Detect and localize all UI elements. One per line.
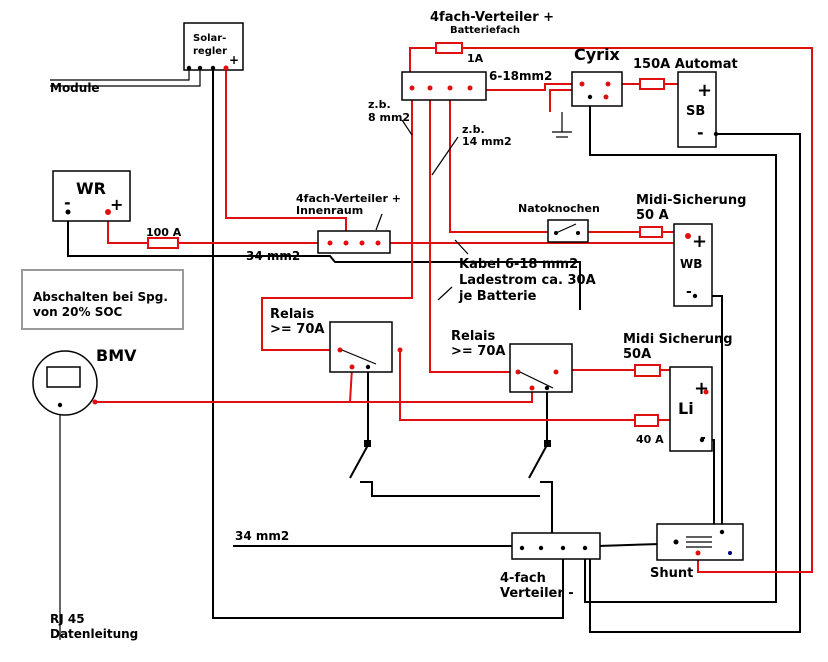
kabel-note-1: Kabel 6-18 mm2 [459,257,578,272]
cable-34-top-label: 34 mm2 [246,249,300,263]
relais-2-label-1: Relais [451,329,496,344]
shunt: Shunt [650,523,744,581]
wr-plus-label: + [110,195,123,214]
sb-label: SB [686,104,705,119]
batteriefach-label: Batteriefach [450,25,520,36]
wr-minus-label: - [64,193,71,212]
soc-note: Abschalten bei Spg. von 20% SOC [21,269,184,330]
solar-regler-label-2: regler [193,46,227,57]
relais-1-label-1: Relais [270,307,315,322]
midi-fuse-li [634,364,661,377]
verteiler-batteriefach: 4fach-Verteiler + Batteriefach 1A 6-18mm… [401,10,554,101]
fuse-1a [435,42,463,54]
kabel-note-2: Ladestrom ca. 30A [459,273,596,288]
li-label: Li [678,399,694,418]
rj45-label-2: Datenleitung [50,627,138,641]
wb-label: WB [680,257,702,271]
shunt-label: Shunt [650,566,693,581]
natoknochen: Natoknochen [518,202,600,243]
automat-150a-label: 150A Automat [633,57,738,72]
cyrix-label: Cyrix [574,45,621,64]
cyrix: Cyrix [571,45,623,107]
sb-plus-label: + [697,80,712,101]
bmv-monitor: BMV [32,346,137,416]
verteiler-innen-label-1: 4fach-Verteiler + [296,192,401,205]
kabel-note-3: je Batterie [458,289,537,304]
rj45-label-1: RJ 45 [50,612,85,626]
fuse-40a [634,414,659,427]
verteiler-minus: 4-fach Verteiler - [500,532,601,601]
fuse-40a-label: 40 A [636,433,664,446]
solar-plus-label: + [229,53,239,67]
midi-wb-label-2: 50 A [636,208,669,223]
module-label: Module [50,81,100,95]
solar-regler-label-1: Solar- [193,33,226,44]
pointer-lines [375,119,469,301]
soc-note-1: Abschalten bei Spg. [33,290,168,304]
verteiler-innenraum: 4fach-Verteiler + Innenraum [296,192,401,254]
fuse-100a [147,237,179,249]
midi-li-label-1: Midi Sicherung [623,332,733,347]
battery-wb: + WB - [673,223,713,307]
verteiler-innen-label-2: Innenraum [296,204,363,217]
relais-2: Relais >= 70A [451,329,573,393]
battery-sb: + SB - [677,71,719,148]
relais-1: Relais >= 70A [270,307,403,373]
li-minus-label: - [700,430,706,446]
fuse-1a-label: 1A [467,52,484,65]
automat-150a [639,78,665,90]
verteiler-minus-label-2: Verteiler - [500,586,574,601]
zb-14-label-1: z.b. [462,123,485,136]
cable-34-bottom-label: 34 mm2 [235,529,289,543]
wb-plus-label: + [692,231,707,252]
wb-minus-label: - [686,284,692,300]
li-plus-label: + [694,378,709,399]
battery-li: + Li - [669,366,713,452]
inverter-wr: WR - + [52,170,131,222]
midi-fuse-wb [639,226,663,238]
zb-8-label-2: 8 mm2 [368,111,410,124]
verteiler-batteriefach-title: 4fach-Verteiler + [430,10,554,25]
zb-8-label-1: z.b. [368,98,391,111]
relais-2-label-2: >= 70A [451,344,505,359]
soc-note-2: von 20% SOC [33,305,123,319]
zb-14-label-2: 14 mm2 [462,135,512,148]
midi-li-label-2: 50A [623,347,651,362]
wr-label: WR [76,179,106,198]
solar-regler: Solar- regler + [183,22,244,71]
fuse-100a-label: 100 A [146,226,182,239]
bmv-label: BMV [96,346,137,365]
natoknochen-label: Natoknochen [518,202,600,215]
negative-wires [50,70,801,640]
cable-6-18-label: 6-18mm2 [489,69,552,83]
sb-minus-label: - [697,123,704,142]
midi-wb-label-1: Midi-Sicherung [636,193,746,208]
verteiler-minus-label-1: 4-fach [500,571,546,586]
relais-1-label-2: >= 70A [270,322,324,337]
